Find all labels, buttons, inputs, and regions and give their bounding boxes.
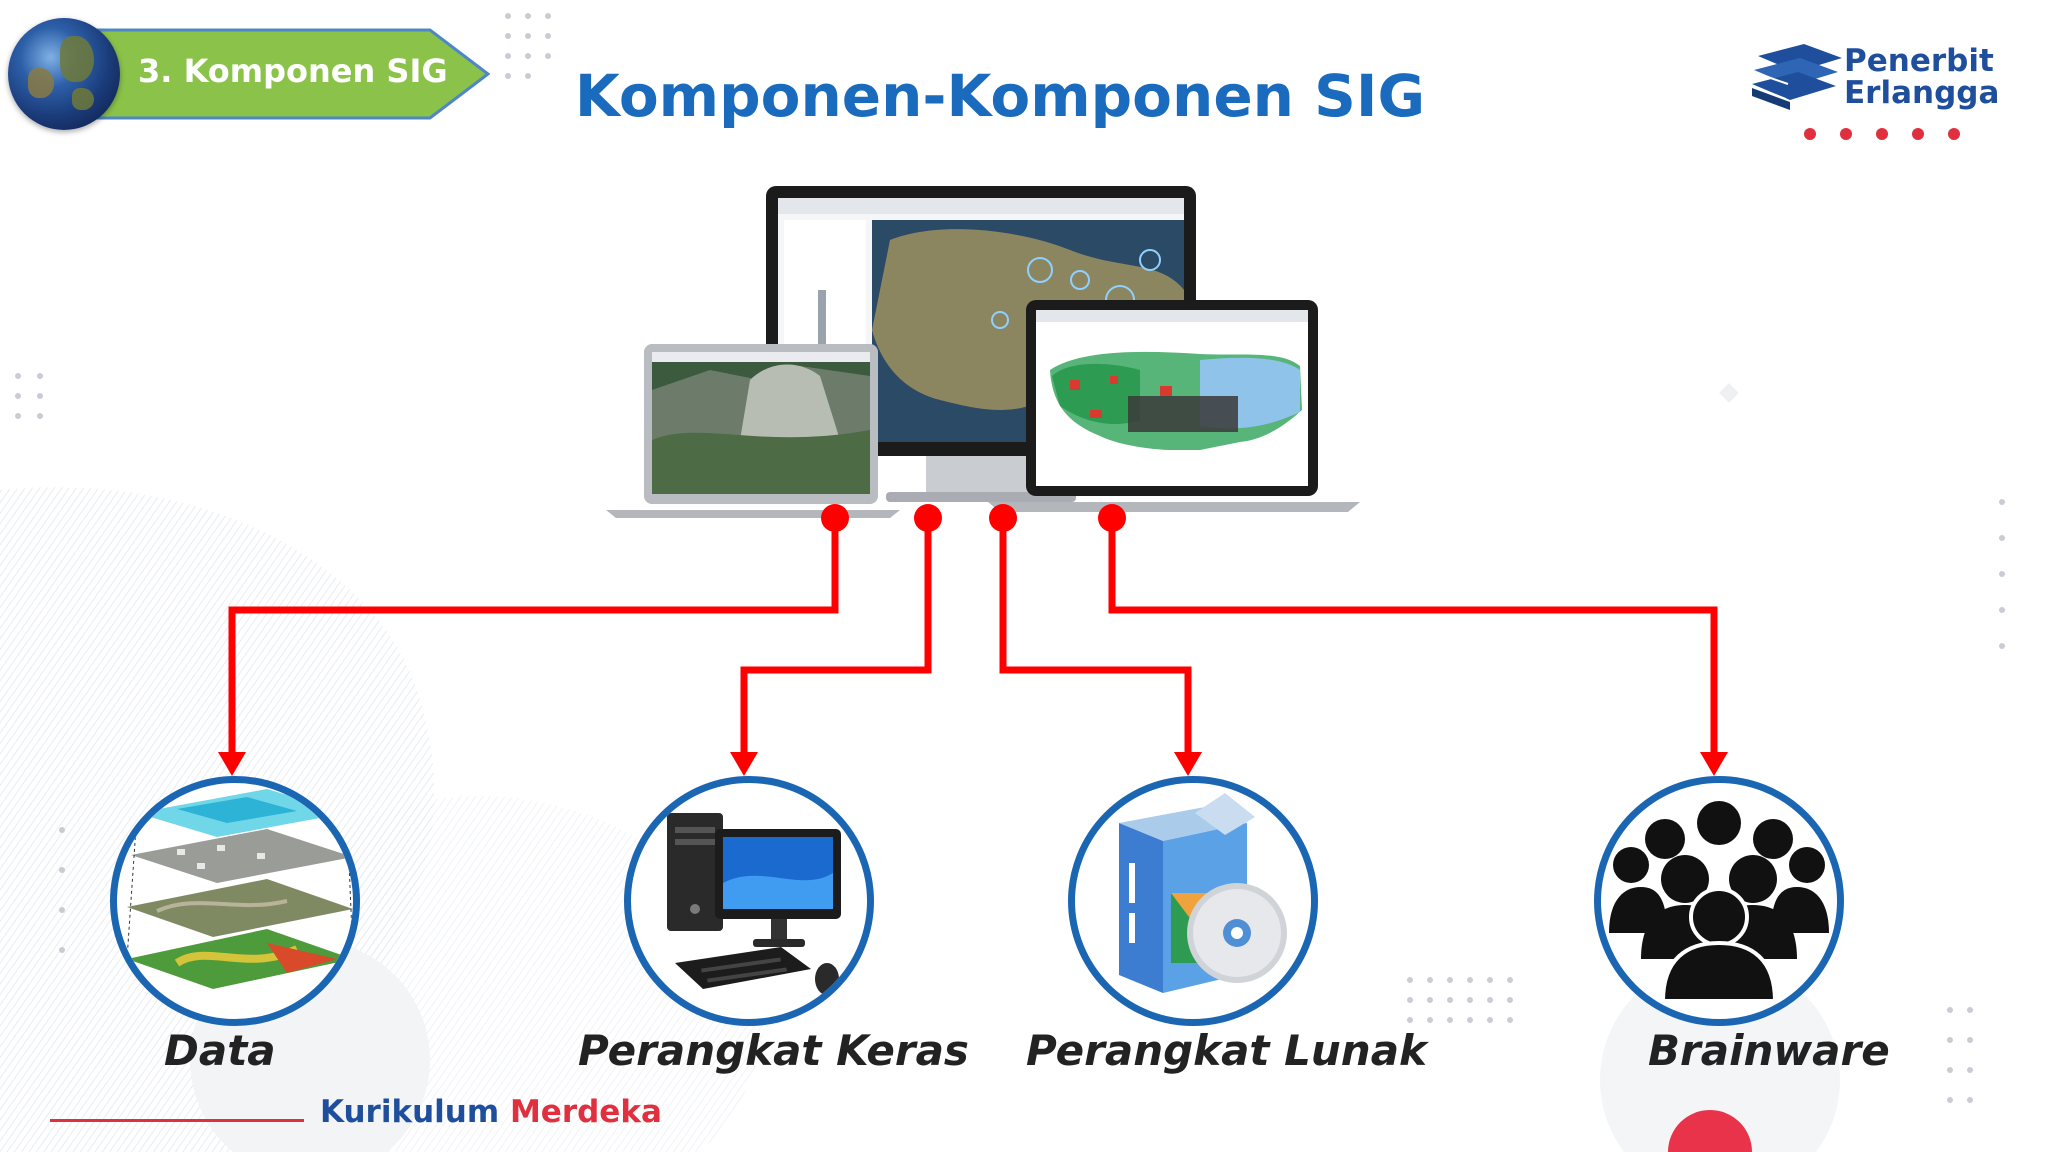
publisher-name-line1: Penerbit: [1844, 43, 1994, 79]
publisher-logo: Penerbit Erlangga: [1752, 43, 1999, 154]
page-title: Komponen-Komponen SIG: [574, 62, 1426, 130]
hardware-component-circle: [624, 776, 874, 1026]
component-label-software: Perangkat Lunak: [1026, 1026, 1427, 1075]
people-group-icon: [1609, 801, 1829, 1003]
books-logo-icon: [1752, 44, 1842, 110]
publisher-name-line2: Erlangga: [1844, 75, 2000, 111]
component-label-brainware: Brainware: [1648, 1026, 1890, 1075]
earth-globe-icon: [8, 18, 120, 130]
software-component-circle: [1068, 776, 1318, 1026]
desktop-computer-icon: [667, 813, 841, 995]
devices-illustration: [606, 186, 1360, 518]
software-box-icon: [1119, 793, 1287, 993]
brainware-component-circle: [1594, 776, 1844, 1026]
curriculum-word-2: Merdeka: [509, 1094, 662, 1130]
component-label-data: Data: [164, 1026, 276, 1075]
curriculum-word-1: Kurikulum: [320, 1094, 500, 1130]
component-label-hardware: Perangkat Keras: [578, 1026, 969, 1075]
data-component-circle: [110, 776, 360, 1026]
section-tag-label: 3. Komponen SIG: [138, 52, 448, 90]
gis-data-layers-icon: [126, 789, 353, 989]
footer-divider-line: [50, 1119, 304, 1122]
curriculum-brand: Kurikulum Merdeka: [320, 1094, 662, 1130]
